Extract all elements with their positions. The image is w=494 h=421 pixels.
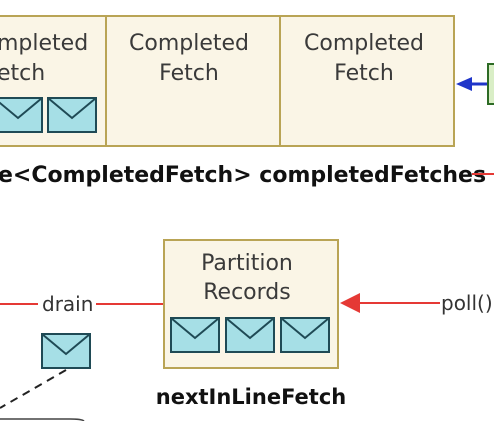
queue-box-3-line2: Fetch (334, 61, 394, 86)
completed-fetches-label: e<CompletedFetch> completedFetches (0, 163, 486, 188)
envelope-icon (280, 317, 330, 353)
partition-box-line2: Records (203, 280, 290, 305)
queue-box-2 (105, 15, 281, 147)
drain-label: drain (42, 292, 93, 316)
queue-box-3 (279, 15, 455, 147)
envelope-icon (0, 97, 43, 133)
next-in-line-fetch-label: nextInLineFetch (156, 385, 347, 409)
drain-dashed-line (0, 369, 67, 409)
envelope-icon (41, 333, 91, 369)
queue-box-1-line2: etch (0, 61, 45, 86)
envelope-icon (225, 317, 275, 353)
queue-box-1-line1: mpleted (0, 31, 88, 56)
partition-box-line1: Partition (201, 251, 293, 276)
envelope-icon (47, 97, 97, 133)
envelope-icon (170, 317, 220, 353)
producer-box-edge (487, 63, 494, 105)
poll-label: poll() (441, 291, 493, 315)
queue-box-2-line1: Completed (129, 31, 249, 56)
completed-fetches-queue: mpleted etch Completed Fetch Completed F… (0, 15, 455, 147)
queue-box-3-line1: Completed (304, 31, 424, 56)
partition-records-box: Partition Records (163, 239, 339, 369)
queue-box-2-line2: Fetch (159, 61, 219, 86)
